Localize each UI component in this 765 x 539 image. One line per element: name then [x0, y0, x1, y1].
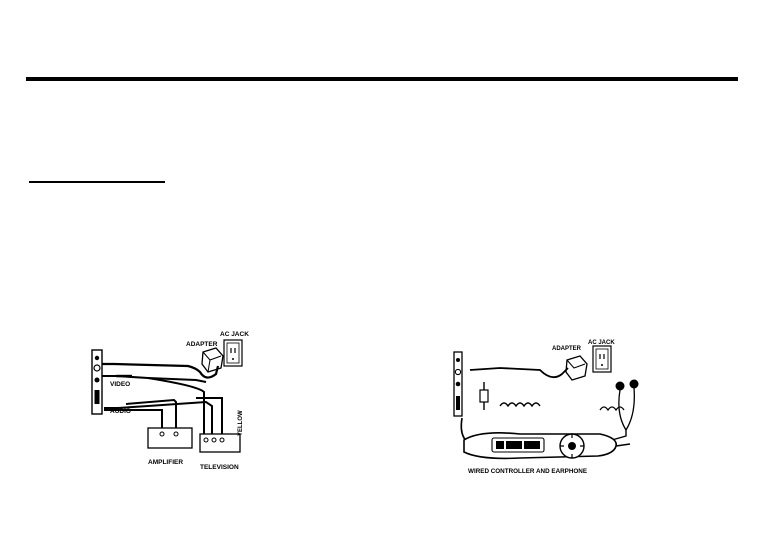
amplifier-box	[147, 427, 193, 449]
yellow-label: YELLOW	[238, 410, 244, 436]
fig2-ac-jack-label: AC JACK	[588, 340, 615, 346]
tv-connection-diagram: ADAPTER AC JACK VIDEO AUDIO YELLOW AMPLI…	[86, 326, 276, 474]
ac-outlet	[223, 339, 243, 367]
power-adapter	[201, 347, 224, 373]
power-adapter-2	[565, 355, 588, 381]
controller-connection-diagram: ADAPTER AC JACK WIRED CONTROLLER AND EAR…	[440, 334, 656, 476]
controller-plug	[479, 382, 489, 410]
audio-label: AUDIO	[110, 408, 131, 415]
header-rule	[26, 77, 738, 81]
fig1-ac-jack-label: AC JACK	[220, 331, 249, 338]
controller-caption: WIRED CONTROLLER AND EARPHONE	[468, 468, 587, 475]
ac-outlet-2	[592, 345, 612, 373]
television-label: TELEVISION	[200, 464, 239, 471]
video-label: VIDEO	[110, 381, 130, 388]
fig2-adapter-label: ADAPTER	[552, 346, 582, 352]
wired-controller	[463, 432, 631, 460]
earphones	[599, 379, 639, 441]
section-heading-underline	[29, 181, 165, 183]
television-box	[199, 433, 241, 453]
amplifier-label: AMPLIFIER	[148, 459, 183, 466]
fig1-adapter-label: ADAPTER	[186, 341, 218, 348]
